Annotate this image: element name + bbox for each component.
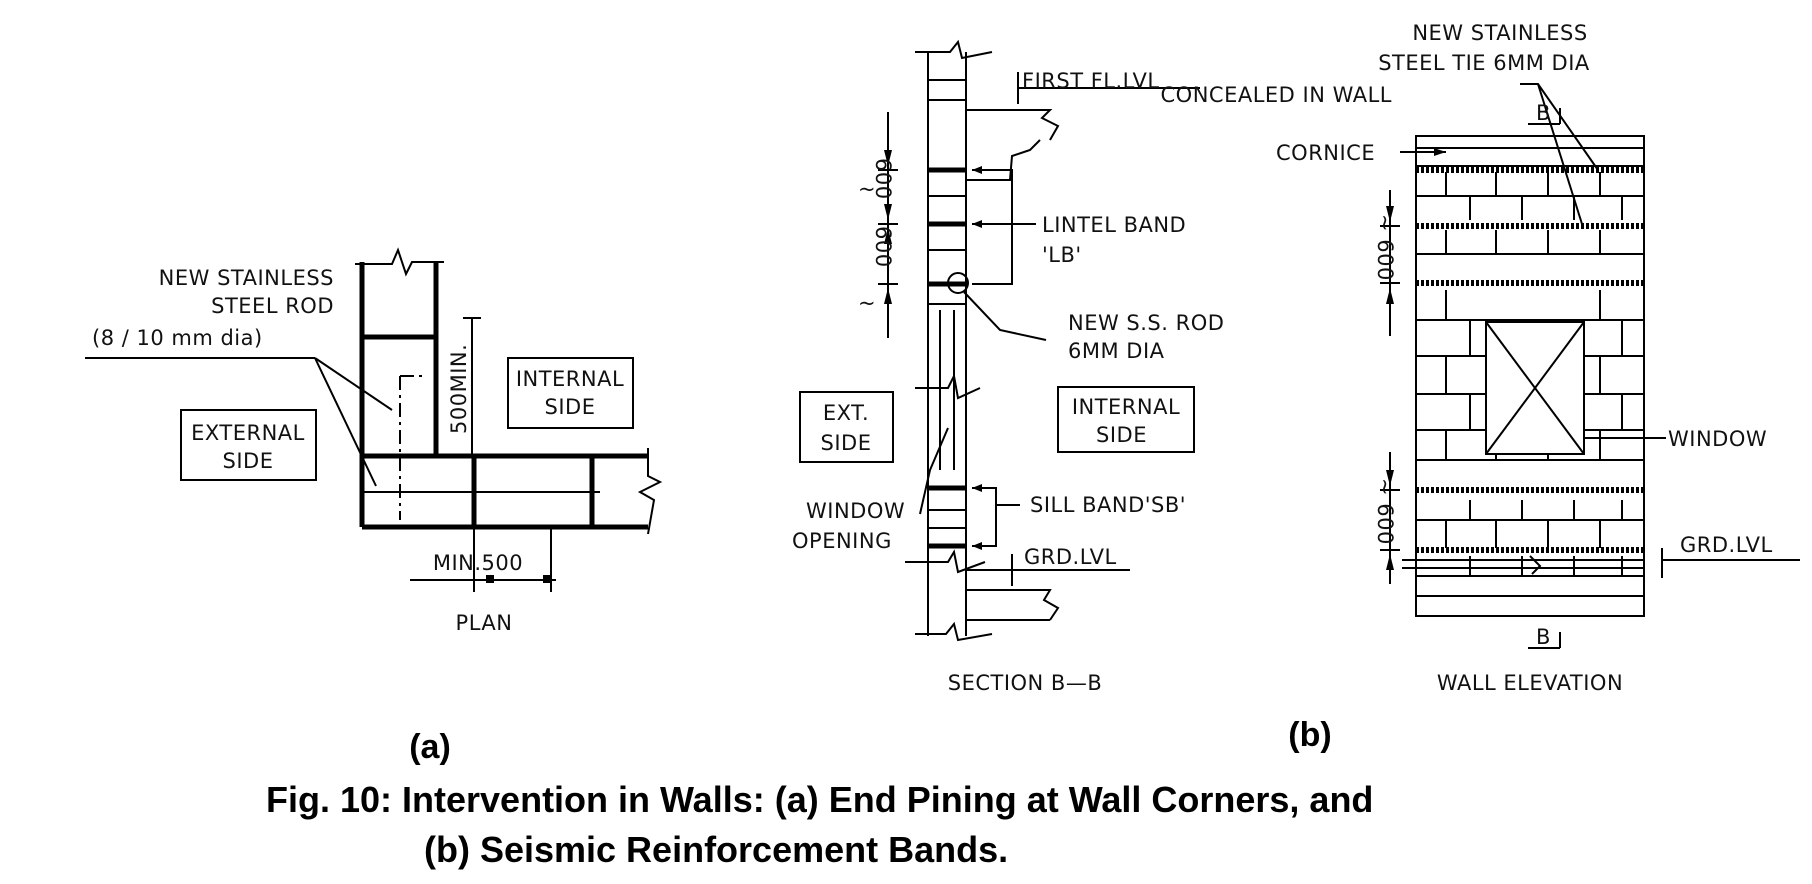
dimension-label: ~ 600 xyxy=(1373,478,1397,545)
cornice-label: CORNICE xyxy=(1276,141,1375,165)
ext-side-label: EXT. xyxy=(823,401,869,425)
lintel-band-label: LINTEL BAND xyxy=(1042,213,1186,237)
internal-side-box xyxy=(507,357,634,429)
approx-symbol: ~ xyxy=(858,291,876,315)
internal-side-label: INTERNAL xyxy=(516,367,624,391)
leader-line xyxy=(1537,83,1583,225)
break-mark xyxy=(637,448,663,535)
dimension-arrow xyxy=(884,204,892,220)
tie-label: STEEL TIE 6MM DIA xyxy=(1378,51,1590,75)
panel-a-plan: NEW STAINLESS STEEL ROD (8 / 10 mm dia) … xyxy=(85,247,663,766)
dimension-arrow xyxy=(884,288,892,304)
sill-band-label: SILL BAND'SB' xyxy=(1030,493,1186,517)
tie-label: NEW STAINLESS xyxy=(1412,21,1587,45)
floor-slab xyxy=(965,62,1060,141)
leader-line xyxy=(919,427,949,515)
wall-elevation: NEW STAINLESS STEEL TIE 6MM DIA CONCEALE… xyxy=(1161,21,1800,754)
dimension-tick xyxy=(543,575,551,583)
rod-label: STEEL ROD xyxy=(211,294,334,318)
dimension-label: 600 xyxy=(871,158,895,200)
internal-side-label: SIDE xyxy=(1096,423,1147,447)
floor-slab xyxy=(966,139,1041,181)
leader-line xyxy=(972,169,1013,285)
window-opening-label: WINDOW xyxy=(806,499,905,523)
approx-symbol: ~ xyxy=(858,177,876,201)
leader-arrow xyxy=(972,166,982,174)
internal-side-label: SIDE xyxy=(545,395,596,419)
window-label: WINDOW xyxy=(1668,427,1767,451)
break-mark xyxy=(355,247,444,277)
tie-label: CONCEALED IN WALL xyxy=(1161,83,1392,107)
ground-level-label: GRD.LVL xyxy=(1024,545,1117,569)
ground-break xyxy=(905,549,986,574)
leader-arrow xyxy=(1434,148,1446,156)
plan-label: PLAN xyxy=(456,611,513,635)
leader-line xyxy=(1520,83,1599,171)
break-mark xyxy=(915,39,993,60)
dimension-label: MIN.500 xyxy=(433,551,523,575)
panel-b-tag: (b) xyxy=(1288,716,1331,754)
lintel-band-label: 'LB' xyxy=(1042,243,1082,267)
dimension-label: 600 xyxy=(871,226,895,268)
external-side-box xyxy=(180,409,317,481)
rod-label: NEW S.S. ROD xyxy=(1068,311,1224,335)
rod-label: 6MM DIA xyxy=(1068,339,1165,363)
elevation-title: WALL ELEVATION xyxy=(1437,671,1623,695)
section-marker-label: B xyxy=(1536,101,1551,125)
leader-line xyxy=(972,487,997,547)
dimension-arrow xyxy=(1386,470,1394,486)
panel-a-tag: (a) xyxy=(409,728,451,766)
rod-label: (8 / 10 mm dia) xyxy=(92,326,263,350)
rod-label: NEW STAINLESS xyxy=(159,266,334,290)
foundation xyxy=(966,589,1060,621)
leader-line xyxy=(963,291,1047,341)
ground-level-label: GRD.LVL xyxy=(1680,533,1773,557)
figure-caption-line2: (b) Seismic Reinforcement Bands. xyxy=(424,829,1008,870)
dimension-label: 500MIN. xyxy=(447,344,471,434)
dimension-arrow xyxy=(1386,288,1394,304)
ext-side-box xyxy=(799,391,894,463)
internal-side-label: INTERNAL xyxy=(1072,395,1180,419)
leader-arrow xyxy=(972,484,982,492)
ext-side-label: SIDE xyxy=(821,431,872,455)
ground-break xyxy=(1529,555,1542,575)
leader-arrow xyxy=(972,542,982,550)
rod-symbol xyxy=(947,272,969,294)
leader-line xyxy=(314,357,393,411)
section-marker-label: B xyxy=(1536,625,1551,649)
leader-line xyxy=(314,357,377,487)
figure-caption-line1: Fig. 10: Intervention in Walls: (a) End … xyxy=(266,779,1373,820)
external-side-label: EXTERNAL xyxy=(191,421,305,445)
brick-courses xyxy=(1416,172,1644,597)
dimension-arrow xyxy=(884,228,892,244)
internal-side-box xyxy=(1057,386,1195,453)
dimension-arrow xyxy=(1386,206,1394,222)
break-mark xyxy=(915,621,993,642)
break-mark xyxy=(915,372,981,400)
section-title: SECTION B—B xyxy=(948,671,1103,695)
external-side-label: SIDE xyxy=(223,449,274,473)
first-floor-label: FIRST FL.LVL xyxy=(1022,69,1160,93)
window-opening-label: OPENING xyxy=(792,529,892,553)
dimension-tick xyxy=(486,575,494,583)
wall-outline xyxy=(1415,135,1645,617)
leader-arrow xyxy=(972,220,982,228)
dimension-label: ~ 600 xyxy=(1373,214,1397,281)
dimension-arrow xyxy=(884,150,892,166)
window-symbol xyxy=(1485,321,1585,455)
dimension-arrow xyxy=(1386,554,1394,570)
section-b-b: FIRST FL.LVL 600 600 ~ ~ LINTEL BAND 'LB… xyxy=(792,39,1224,695)
